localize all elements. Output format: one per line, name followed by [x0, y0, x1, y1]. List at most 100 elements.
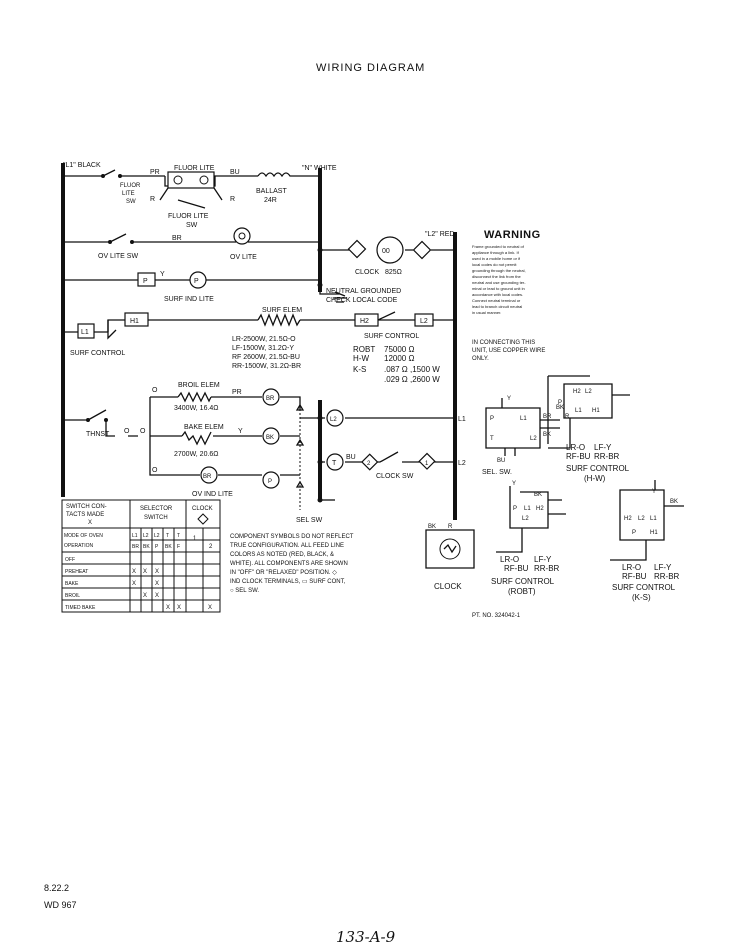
note-line: WHITE). ALL COMPONENTS ARE SHOWN [230, 561, 348, 567]
ov-lite-lamp [233, 227, 251, 245]
svg-text:L1: L1 [524, 506, 531, 512]
fluor-r-right: R [230, 196, 235, 203]
ov-lite-wire [63, 233, 320, 243]
broil-wire [150, 391, 320, 419]
svg-text:P: P [632, 530, 636, 536]
surf-control-ks: Y H2 L2 L1 P H1 BK LR-O LF-Y RF-BU RR-BR… [610, 480, 684, 602]
table-cell-mark: X [155, 569, 159, 575]
svg-text:00: 00 [382, 248, 390, 255]
ov-ind-wire [149, 436, 300, 476]
broil-br-text: BR [266, 396, 275, 402]
robt-rf-bu: RF-BU [504, 564, 529, 573]
hw-tag: (H-W) [584, 474, 606, 483]
thnst-label: THNST [86, 431, 110, 438]
svg-text:L1: L1 [575, 408, 582, 414]
fluor-sw-label-c: SW [126, 199, 136, 205]
warning-line: Connect neutral terminal or [472, 298, 521, 303]
bu-label-top: BU [230, 169, 240, 176]
warning-body: Frame grounded to neutral of appliance t… [472, 244, 526, 315]
ks-lf-y: LF-Y [654, 563, 672, 572]
fluor-lite-tube [167, 171, 215, 189]
surf-control-hw-label: SURF CONTROL [566, 464, 630, 473]
svg-text:R: R [565, 414, 570, 420]
ks-rr-br: RR-BR [654, 572, 680, 581]
clock-2-text: 2 [367, 461, 371, 467]
copper-note-c: ONLY. [472, 356, 489, 362]
tbl-sel-bot: BR [132, 544, 139, 550]
note-line: ○ SEL SW. [230, 588, 259, 594]
tbl-sel-top: L2 [154, 533, 160, 539]
part-number: PT. NO. 324042-1 [472, 613, 521, 619]
switch-table: SWITCH CON- TACTS MADE X SELECTOR SWITCH… [61, 499, 221, 613]
note-line: COLORS AS NOTED (RED, BLACK, & [230, 552, 334, 558]
ks-label: K-S [353, 365, 366, 374]
warning-line: used in a mobile home or if [472, 256, 521, 261]
ov-lite-sw-label: OV LITE SW [98, 253, 138, 260]
table-cell-mark: X [143, 569, 147, 575]
elem-rr: RR-1500W, 31.2Ω-BR [232, 363, 301, 370]
bake-val-label: 2700W, 20.6Ω [174, 451, 219, 458]
robt-lf-y: LF-Y [534, 555, 552, 564]
tbl-sel-bot: F [177, 544, 180, 550]
table-cell-mark: X [166, 605, 170, 611]
ov-ind-p-terminal [262, 471, 280, 489]
tbl-contacts-3: X [88, 520, 92, 526]
broil-o-label: O [152, 387, 158, 394]
code-a: 8.22.2 [44, 883, 69, 893]
table-cell-mark: X [177, 605, 181, 611]
warning-line: neutral and use grounding ter- [472, 280, 526, 285]
fluor-lite-bottom-sw: SW [186, 222, 198, 229]
tbl-contacts-2: TACTS MADE [66, 512, 104, 518]
warning-line: appliance through a link. If [472, 250, 520, 255]
svg-text:L2: L2 [458, 460, 466, 467]
warning-line: disconnect the link from the [472, 274, 521, 279]
hw-rf-bu: RF-BU [566, 452, 591, 461]
svg-text:L2: L2 [530, 436, 537, 442]
surf-elem-wire [63, 319, 455, 333]
clock-detail-label: CLOCK [434, 582, 462, 591]
svg-text:L1: L1 [520, 416, 527, 422]
l2-red-label: "L2" RED [425, 231, 454, 238]
clock-2-diamond [361, 453, 379, 471]
table-cell-mark: X [155, 581, 159, 587]
svg-text:Y: Y [512, 481, 516, 487]
svg-text:Y: Y [652, 489, 656, 495]
ground-symbol [319, 291, 347, 303]
clock-1-diamond [418, 452, 436, 470]
surf-control-left-label: SURF CONTROL [70, 350, 125, 357]
surf-ind-lamp [189, 271, 207, 289]
l2-terminal-oven-text: L2 [330, 417, 337, 423]
clock-detail: BK R CLOCK [425, 524, 475, 591]
surf-control-robt: Y BK P L1 H2 L2 LR-O LF-Y RF-BU RR-BR SU… [491, 481, 566, 596]
note-line: IN "OFF" OR "RELAXED" POSITION. ◇ [230, 570, 337, 576]
t-terminal-text: T [332, 460, 337, 467]
code-b: WD 967 [44, 900, 77, 910]
svg-text:T: T [490, 436, 494, 442]
tbl-sel-bot: P [155, 544, 159, 550]
t-terminal [326, 453, 344, 471]
ks-tag: (K-S) [632, 593, 651, 602]
warning-line: grounding through the neutral, [472, 268, 526, 273]
warning-line: Frame grounded to neutral of [472, 244, 525, 249]
thnst-o-label: O [124, 428, 130, 435]
bake-y-label: Y [238, 428, 243, 435]
warning-line: lead to branch circuit neutral [472, 304, 522, 309]
tbl-selector-2: SWITCH [144, 515, 168, 521]
bake-bk-terminal [262, 427, 280, 445]
tbl-contacts-1: SWITCH CON- [66, 504, 107, 510]
l1-terminal [77, 323, 95, 339]
neutral-grounded-label: NEUTRAL GROUNDED [326, 288, 401, 295]
surf-control-hw: H2 L2 P L1 H1 BK R LR-O LF-Y RF-BU RR-BR… [547, 375, 630, 483]
note-line: IND CLOCK TERMINALS, ▭ SURF CONT, [230, 579, 346, 585]
svg-text:H1: H1 [592, 408, 600, 414]
ov-ind-lamp [200, 466, 218, 484]
svg-text:L2: L2 [585, 389, 592, 395]
sel-sw-detail-label: SEL. SW. [482, 469, 512, 476]
tbl-sel-top: L1 [132, 533, 138, 539]
warning-line: in usual manner. [472, 310, 501, 315]
fluor-sw-label-a: FLUOR [120, 183, 141, 189]
robt-rr-br: RR-BR [534, 564, 560, 573]
hw-label: H-W [353, 354, 369, 363]
surf-elem-label: SURF ELEM [262, 307, 302, 314]
warning-line: accordance with local codes. [472, 292, 523, 297]
